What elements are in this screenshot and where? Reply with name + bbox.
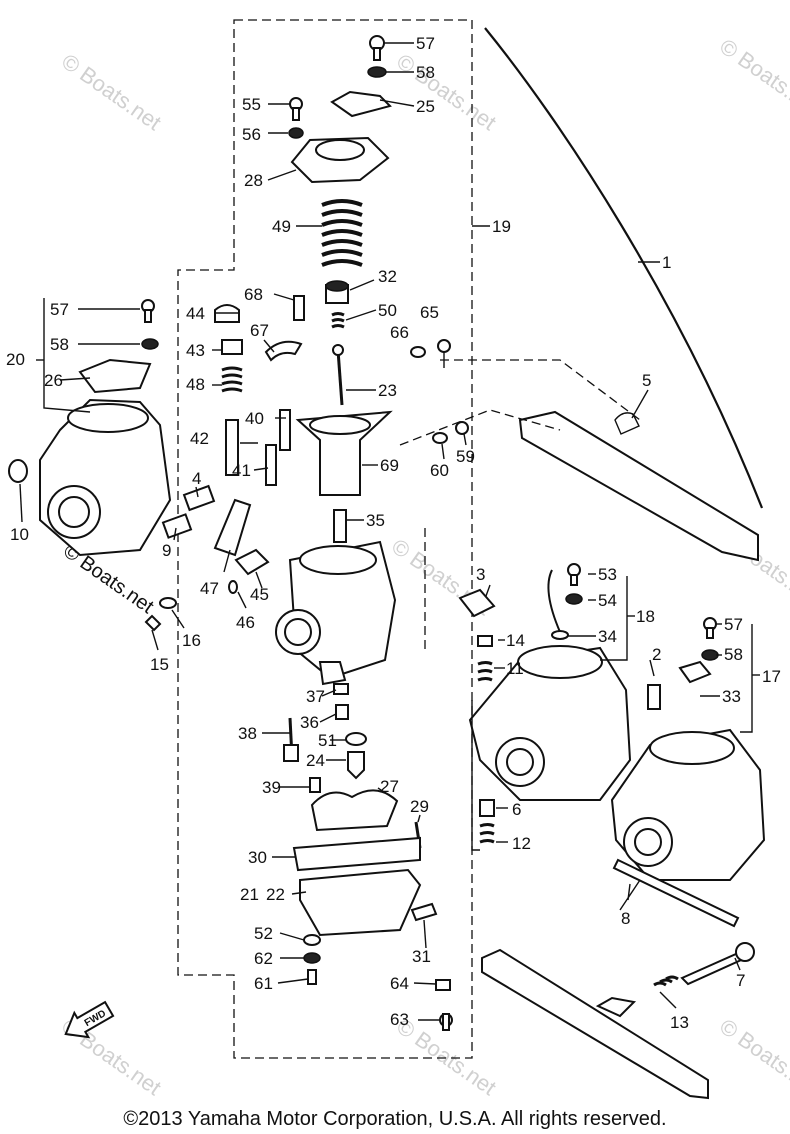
center-right-carburetor bbox=[458, 563, 661, 844]
callout-20: 20 bbox=[6, 350, 25, 369]
callout-8: 8 bbox=[621, 909, 630, 928]
callout-45: 45 bbox=[250, 585, 269, 604]
rod-8 bbox=[612, 858, 740, 928]
callout-59: 59 bbox=[456, 447, 475, 466]
callout-labels: 1 2 3 4 5 6 7 8 9 10 11 12 13 14 15 16 1… bbox=[6, 34, 781, 1032]
assembly-19-boundary bbox=[177, 19, 473, 1059]
callout-16: 16 bbox=[182, 631, 201, 650]
callout-63: 63 bbox=[390, 1010, 409, 1029]
callout-49: 49 bbox=[272, 217, 291, 236]
callout-46: 46 bbox=[236, 613, 255, 632]
leader-lines bbox=[19, 42, 760, 1021]
callout-6: 6 bbox=[512, 800, 521, 819]
callout-2: 2 bbox=[652, 645, 661, 664]
callout-29: 29 bbox=[410, 797, 429, 816]
watermarks: © Boats.net © Boats.net © Boats.net © Bo… bbox=[57, 34, 790, 1101]
callout-14: 14 bbox=[506, 631, 525, 650]
callout-31: 31 bbox=[412, 947, 431, 966]
callout-3: 3 bbox=[476, 565, 485, 584]
callout-30: 30 bbox=[248, 848, 267, 867]
callout-17: 17 bbox=[762, 667, 781, 686]
callout-35: 35 bbox=[366, 511, 385, 530]
watermark: © Boats.net bbox=[57, 49, 166, 136]
callout-22: 22 bbox=[266, 885, 285, 904]
callout-34: 34 bbox=[598, 627, 617, 646]
callout-28: 28 bbox=[244, 171, 263, 190]
callout-67: 67 bbox=[250, 321, 269, 340]
callout-44: 44 bbox=[186, 304, 205, 323]
callout-24: 24 bbox=[306, 751, 325, 770]
callout-39: 39 bbox=[262, 778, 281, 797]
callout-38: 38 bbox=[238, 724, 257, 743]
callout-15: 15 bbox=[150, 655, 169, 674]
callout-11: 11 bbox=[506, 659, 524, 678]
callout-64: 64 bbox=[390, 974, 409, 993]
callout-68: 68 bbox=[244, 285, 263, 304]
watermark: © Boats.net bbox=[715, 1014, 790, 1101]
piston-parts bbox=[295, 280, 393, 543]
callout-13: 13 bbox=[670, 1013, 689, 1032]
callout-62: 62 bbox=[254, 949, 273, 968]
callout-57-right: 57 bbox=[724, 615, 743, 634]
callout-5: 5 bbox=[642, 371, 651, 390]
callout-52: 52 bbox=[254, 924, 273, 943]
spring-49 bbox=[321, 199, 363, 267]
callout-47: 47 bbox=[200, 579, 219, 598]
callout-4: 4 bbox=[192, 469, 201, 488]
left-small-parts bbox=[8, 295, 305, 632]
callout-36: 36 bbox=[300, 713, 319, 732]
callout-53: 53 bbox=[598, 565, 617, 584]
callout-33: 33 bbox=[722, 687, 741, 706]
left-carburetor bbox=[39, 299, 172, 557]
callout-66: 66 bbox=[390, 323, 409, 342]
copyright-notice: ©2013 Yamaha Motor Corporation, U.S.A. A… bbox=[123, 1108, 667, 1130]
watermark: © Boats.net bbox=[392, 49, 501, 136]
callout-43: 43 bbox=[186, 341, 205, 360]
callout-54: 54 bbox=[598, 591, 617, 610]
callout-42: 42 bbox=[190, 429, 209, 448]
callout-58-top: 58 bbox=[416, 63, 435, 82]
callout-57-top: 57 bbox=[416, 34, 435, 53]
callout-48: 48 bbox=[186, 375, 205, 394]
lower-bracket bbox=[481, 942, 755, 1100]
callout-21: 21 bbox=[240, 885, 259, 904]
callout-41: 41 bbox=[232, 461, 251, 480]
callout-23: 23 bbox=[378, 381, 397, 400]
callout-32: 32 bbox=[378, 267, 397, 286]
callout-69: 69 bbox=[380, 456, 399, 475]
callout-40: 40 bbox=[245, 409, 264, 428]
float-bowl-parts bbox=[283, 683, 453, 1031]
callout-58-right: 58 bbox=[724, 645, 743, 664]
callout-57-left: 57 bbox=[50, 300, 69, 319]
callout-25: 25 bbox=[416, 97, 435, 116]
top-cap-parts bbox=[288, 35, 392, 184]
callout-55: 55 bbox=[242, 95, 261, 114]
upper-right-plate bbox=[399, 339, 759, 562]
callout-50: 50 bbox=[378, 301, 397, 320]
callout-26: 26 bbox=[44, 371, 63, 390]
callout-60: 60 bbox=[430, 461, 449, 480]
callout-56: 56 bbox=[242, 125, 261, 144]
callout-58-left: 58 bbox=[50, 335, 69, 354]
callout-37: 37 bbox=[306, 687, 325, 706]
callout-12: 12 bbox=[512, 834, 531, 853]
callout-19: 19 bbox=[492, 217, 511, 236]
callout-1: 1 bbox=[662, 253, 671, 272]
callout-61: 61 bbox=[254, 974, 273, 993]
callout-7: 7 bbox=[736, 971, 745, 990]
callout-18: 18 bbox=[636, 607, 655, 626]
watermark: © Boats.net bbox=[715, 34, 790, 121]
callout-65: 65 bbox=[420, 303, 439, 322]
callout-10: 10 bbox=[10, 525, 29, 544]
callout-51: 51 bbox=[318, 731, 337, 750]
callout-9: 9 bbox=[162, 541, 171, 560]
leader-line-1 bbox=[484, 27, 764, 509]
callout-27: 27 bbox=[380, 777, 399, 796]
main-carburetor-body bbox=[275, 540, 397, 686]
